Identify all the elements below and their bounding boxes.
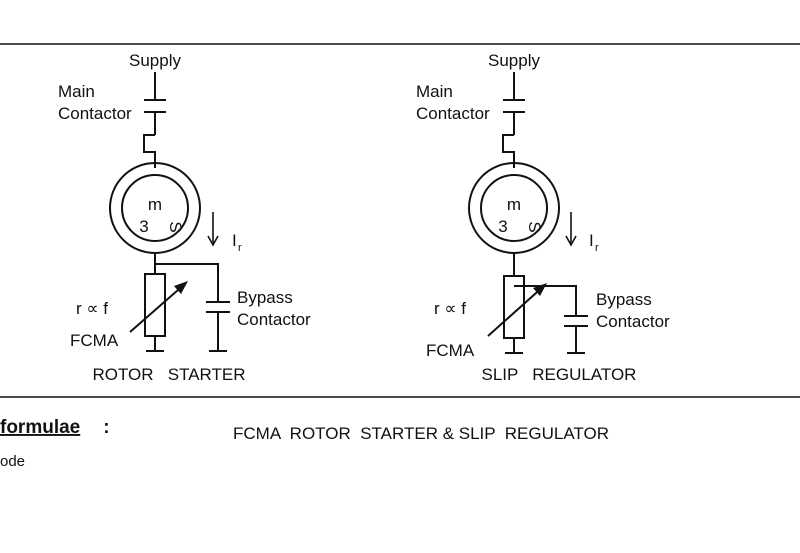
bypass-contactor-label-line1: Bypass <box>596 290 652 309</box>
main-contactor-symbol <box>143 99 166 168</box>
rotor-starter-diagram: Supply Main Contactor m 3 S I r <box>58 51 311 384</box>
supply-label: Supply <box>129 51 181 70</box>
rotor-current-label: I <box>232 231 237 250</box>
motor-m-label: m <box>507 195 521 214</box>
bypass-contactor-label-line2: Contactor <box>237 310 311 329</box>
rotor-current-label: I <box>589 231 594 250</box>
rotor-current-arrow <box>565 212 577 247</box>
motor-s-label: S <box>525 221 544 232</box>
slip-regulator-diagram: Supply Main Contactor m 3 S I r <box>416 51 670 384</box>
main-contactor-label-line2: Contactor <box>416 104 490 123</box>
bypass-contactor-label-line2: Contactor <box>596 312 670 331</box>
side-text-fragment: ode <box>0 453 25 470</box>
formulae-heading: formulae <box>0 417 80 438</box>
bypass-wire <box>514 285 577 316</box>
resistance-relation: r ∝ f <box>76 299 108 318</box>
main-contactor-label-line1: Main <box>416 82 453 101</box>
motor-m-label: m <box>148 195 162 214</box>
bypass-wire <box>155 263 219 302</box>
figure-caption: FCMA ROTOR STARTER & SLIP REGULATOR <box>233 424 609 443</box>
supply-label: Supply <box>488 51 540 70</box>
bypass-contactor-label-line1: Bypass <box>237 288 293 307</box>
main-contactor-label-line2: Contactor <box>58 104 132 123</box>
resistance-relation: r ∝ f <box>434 299 466 318</box>
fcma-label: FCMA <box>426 341 475 360</box>
main-contactor-label-line1: Main <box>58 82 95 101</box>
fcma-label: FCMA <box>70 331 119 350</box>
motor-3-label: 3 <box>498 217 507 236</box>
formulae-colon: : <box>98 417 110 438</box>
variable-arrow <box>129 281 188 333</box>
variable-arrow <box>487 283 547 337</box>
motor-s-label: S <box>166 221 185 232</box>
rotor-current-subscript: r <box>595 242 599 254</box>
rotor-starter-title: ROTOR STARTER <box>92 365 245 384</box>
motor-3-label: 3 <box>139 217 148 236</box>
rotor-current-arrow <box>207 212 219 247</box>
slip-regulator-title: SLIP REGULATOR <box>482 365 637 384</box>
main-contactor-symbol <box>502 99 525 168</box>
rotor-current-subscript: r <box>238 242 242 254</box>
